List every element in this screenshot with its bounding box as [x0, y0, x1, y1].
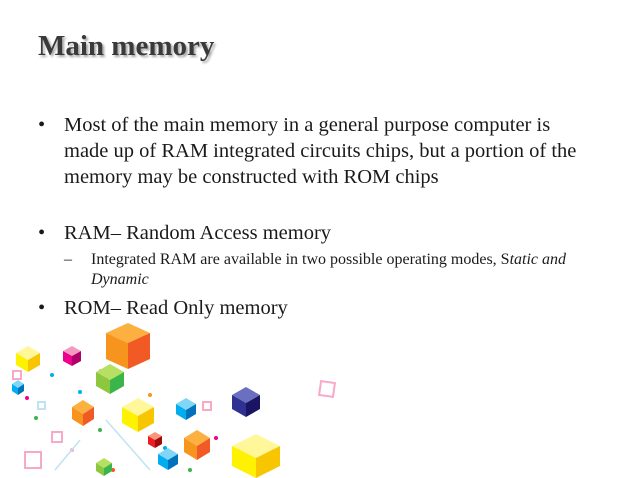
- bullet-text: ROM– Read Only memory: [64, 297, 288, 319]
- bullet-rom: • ROM– Read Only memory: [38, 295, 598, 321]
- bullet-ram: • RAM– Random Access memory: [38, 220, 598, 246]
- slide-content: • Most of the main memory in a general p…: [38, 112, 598, 321]
- sub-bullet-ram-modes: – Integrated RAM are available in two po…: [38, 250, 598, 290]
- bullet-text: RAM– Random Access memory: [64, 222, 332, 244]
- sub-bullet-mark: –: [64, 251, 72, 268]
- bullet-main-memory: • Most of the main memory in a general p…: [38, 112, 598, 190]
- bullet-text: Most of the main memory in a general pur…: [64, 114, 577, 188]
- bullet-mark: •: [38, 222, 46, 244]
- bullet-mark: •: [38, 297, 46, 319]
- sub-bullet-italic-text: tatic and Dynamic: [91, 251, 566, 288]
- bullet-mark: •: [38, 114, 46, 136]
- sub-bullet-text: Integrated RAM are available in two poss…: [91, 251, 510, 268]
- slide-title: Main memory: [38, 30, 215, 62]
